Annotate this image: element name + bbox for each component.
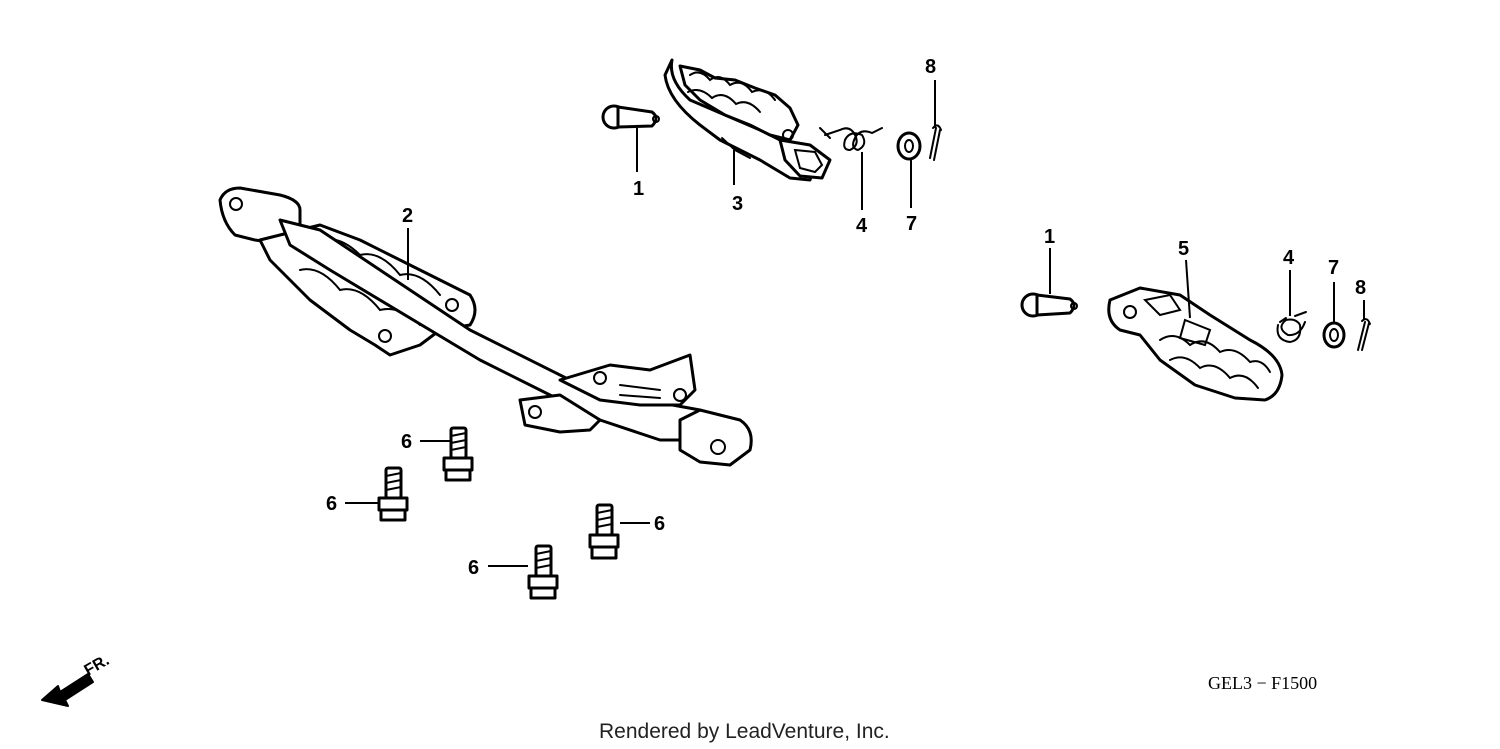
- callout-6-b: 6: [326, 493, 337, 515]
- callout-2: 2: [402, 205, 413, 227]
- callout-6-d: 6: [468, 557, 479, 579]
- pin-right-part[interactable]: [1020, 292, 1078, 318]
- callout-7-left: 7: [906, 213, 917, 235]
- step-bar-part[interactable]: [218, 186, 753, 467]
- callout-6-a: 6: [401, 431, 412, 453]
- front-direction-arrow-icon: FR.: [41, 652, 112, 707]
- callout-7-right: 7: [1328, 257, 1339, 279]
- bolt-part-a[interactable]: [442, 426, 474, 482]
- callout-3: 3: [732, 193, 743, 215]
- washer-right-part[interactable]: [1322, 321, 1346, 349]
- callout-6-c: 6: [654, 513, 665, 535]
- footpeg-left-part[interactable]: [663, 58, 832, 182]
- bolt-part-b[interactable]: [377, 466, 409, 522]
- callout-5: 5: [1178, 238, 1189, 260]
- pin-left-part[interactable]: [601, 104, 660, 130]
- callout-4-right: 4: [1283, 247, 1295, 269]
- cotter-pin-left-part[interactable]: [929, 124, 942, 161]
- bolt-part-d[interactable]: [527, 544, 559, 600]
- spring-right-part[interactable]: [1276, 311, 1307, 344]
- spring-left-part[interactable]: [819, 127, 883, 152]
- cotter-pin-right-part[interactable]: [1357, 318, 1371, 351]
- credit-text: Rendered by LeadVenture, Inc.: [599, 720, 890, 743]
- footpeg-right-part[interactable]: [1107, 286, 1284, 402]
- callout-8-right: 8: [1355, 277, 1366, 299]
- callout-8-left: 8: [925, 56, 936, 78]
- callout-1-left: 1: [633, 178, 644, 200]
- callout-4-left: 4: [856, 215, 868, 237]
- callout-1-right: 1: [1044, 226, 1055, 248]
- bolt-part-c[interactable]: [588, 503, 620, 560]
- diagram-code: GEL3 − F1500: [1208, 673, 1317, 693]
- washer-left-part[interactable]: [896, 131, 922, 161]
